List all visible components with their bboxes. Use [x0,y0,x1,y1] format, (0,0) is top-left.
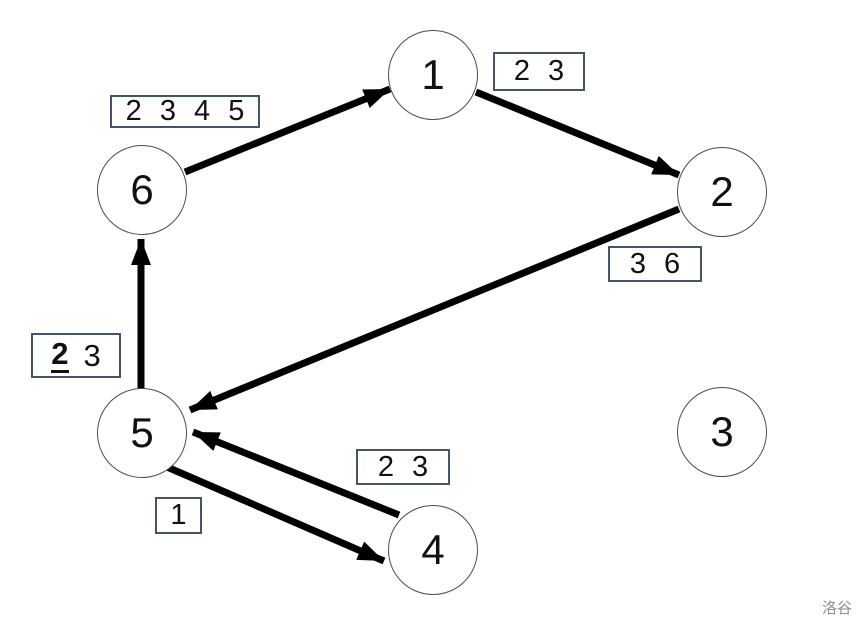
edge-label-5-6-part-emphasized: 2 [51,336,69,373]
graph-node-2: 2 [677,147,767,237]
edge-arrow-1-2 [474,88,681,179]
edge-label-5-4: 1 [155,497,202,534]
graph-node-1: 1 [388,30,478,120]
edge-arrow-4-5 [191,428,401,519]
edge-arrow-6-1 [183,85,392,176]
edge-label-4-5: 2 3 [356,449,450,485]
graph-node-4: 4 [388,505,478,595]
edge-label-6-1: 2 3 4 5 [110,95,260,128]
edge-label-5-6: 2 3 [31,333,121,378]
luogu-watermark: 洛谷 [822,600,853,617]
graph-node-3: 3 [677,387,767,477]
edge-arrow-2-5 [188,205,681,414]
edge-label-1-2: 2 3 [493,52,585,91]
edge-arrow-5-4 [165,463,386,565]
edge-label-2-5: 3 6 [608,246,702,282]
graph-node-6: 6 [97,145,187,235]
graph-node-5: 5 [97,388,187,478]
edge-label-5-6-part-plain: 3 [83,338,101,373]
